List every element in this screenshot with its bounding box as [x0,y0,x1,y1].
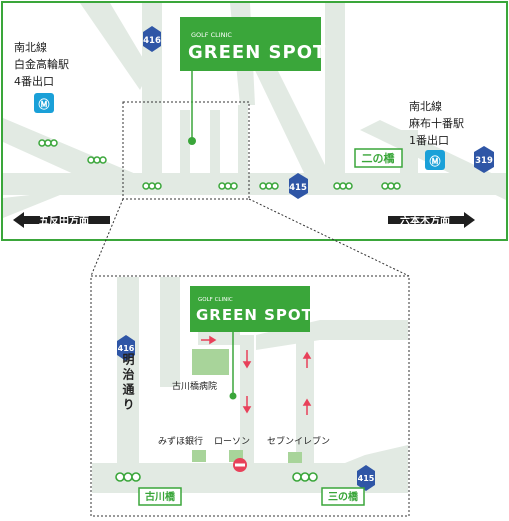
station-right-line2: 麻布十番駅 [409,116,464,130]
detail-route-416-label: 416 [118,344,135,353]
bridge-left-label: 古川橋 [145,490,176,503]
metro-icon [425,150,445,170]
logo-box [180,17,321,71]
road-name: 明治通り [121,353,135,413]
bridge-label: 二の橋 [362,151,396,165]
station-right-line3: 1番出口 [409,133,449,147]
detail-route-416-badge [117,335,135,361]
traffic-signal-icons [38,139,401,190]
metro-icon-glyph: Ⓜ [39,97,50,111]
zoom-connector-left [90,198,124,277]
direction-left-arrow [13,212,110,228]
focus-area-outline [122,101,250,200]
logo-small-text: GOLF CLINIC [191,31,232,39]
detail-logo-box [190,286,310,332]
zoom-connector-right [248,198,410,277]
bridge-right-label: 三の橋 [328,490,359,503]
station-left-line3: 4番出口 [14,74,54,88]
route-415-badge [289,173,308,199]
lawson-label: ローソン [214,437,250,447]
route-416-badge [143,26,161,52]
direction-right-label: 六本木方面 [400,214,450,227]
detail-location-marker [229,392,237,400]
hospital-building [192,349,229,375]
overview-map: GOLF CLINIC GREEN SPOT 416 415 319 南北線 白… [1,1,508,241]
station-left-line2: 白金高輪駅 [14,57,69,71]
detail-route-415-badge [357,465,375,491]
route-319-badge [474,146,494,173]
location-marker [188,137,196,145]
bank-label: みずほ銀行 [158,435,203,447]
bank-building [192,450,206,462]
detail-map: GOLF CLINIC GREEN SPOT 416 415 明治通り 古川橋病… [90,275,410,517]
detail-logo-big-text: GREEN SPOT [196,306,313,324]
route-416-label: 416 [143,36,161,46]
seven-building [288,452,302,463]
route-415-label: 415 [289,183,307,193]
one-way-arrows [201,335,312,415]
no-entry-bar [235,463,245,467]
detail-route-415-label: 415 [358,474,375,483]
metro-icon [34,93,54,113]
station-left-line1: 南北線 [14,40,47,54]
station-right-line1: 南北線 [409,99,442,113]
logo-big-text: GREEN SPOT [188,42,326,63]
detail-traffic-signal-icons [115,472,318,482]
metro-icon-glyph: Ⓜ [430,154,441,168]
bridge-label-box [354,148,403,168]
direction-left-label: 五反田方面 [39,214,89,227]
seven-label: セブンイレブン [267,435,330,447]
direction-right-arrow [388,212,475,228]
hospital-label: 古川橋病院 [172,380,217,392]
detail-logo-small-text: GOLF CLINIC [198,297,233,303]
route-319-label: 319 [475,156,493,166]
bridge-right-box [321,487,365,506]
bridge-left-box [138,487,182,506]
